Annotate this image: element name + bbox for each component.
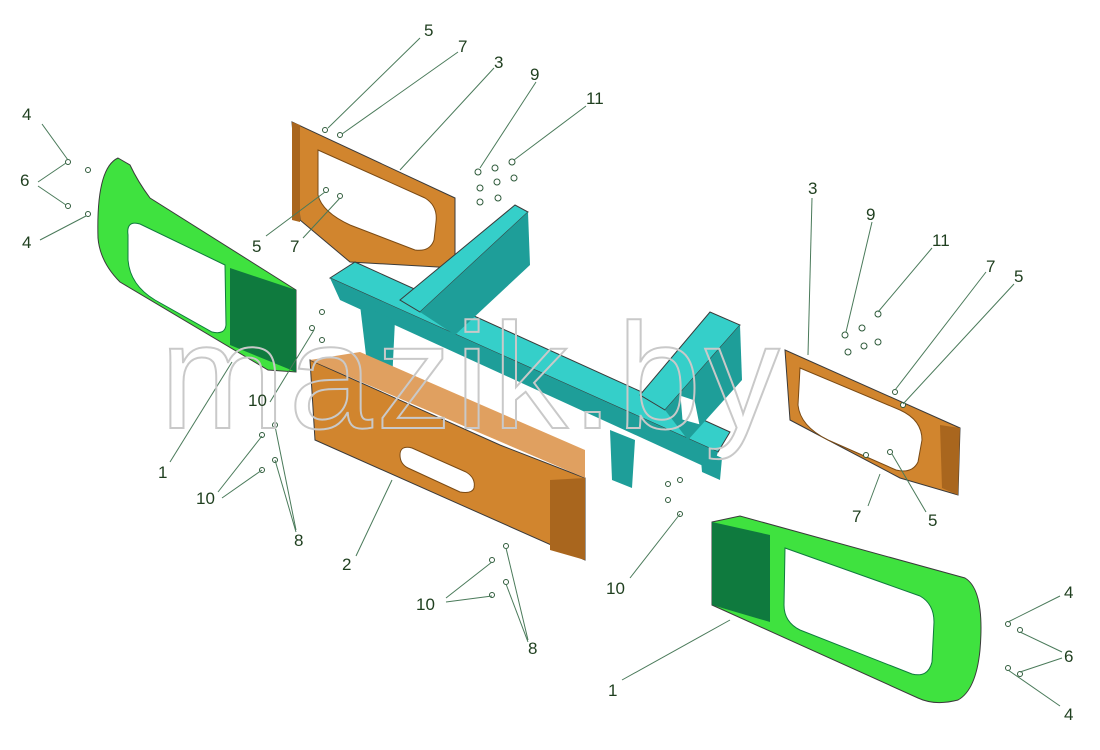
callout-5-right-plate: 5 [928,511,937,530]
callout-5-top: 5 [424,21,433,40]
callout-8-center: 8 [528,639,537,658]
center-bumper [309,352,586,561]
callout-6-left: 6 [20,171,29,190]
callout-7-top: 7 [458,37,467,56]
callout-9-right: 9 [866,205,875,224]
callout-5-left-plate: 5 [252,237,261,256]
callout-5-right: 5 [1014,267,1023,286]
callout-4-left: 4 [22,233,31,252]
callout-3-top: 3 [494,53,503,72]
callout-10-center: 10 [416,595,435,614]
leader-lines [37,37,1063,707]
callout-7-right: 7 [986,257,995,276]
callout-10-left: 10 [196,489,215,508]
watermark-text: mazik.by [160,292,784,460]
callout-7-left-plate: 7 [290,237,299,256]
callout-3-right: 3 [808,179,817,198]
callout-10-right: 10 [606,579,625,598]
callout-1-right: 1 [608,681,617,700]
left-mounting-plate [291,121,456,269]
callout-9-top: 9 [530,65,539,84]
left-corner-bumper [97,157,297,373]
callout-6-right: 6 [1064,647,1073,666]
callout-10-upper-left: 10 [248,391,267,410]
callout-labels: 4 6 4 5 7 3 9 11 5 7 3 9 11 7 5 7 5 10 1… [20,21,1073,724]
callout-11-right: 11 [932,231,950,250]
callout-11-top: 11 [586,89,604,108]
callout-1-left: 1 [158,463,167,482]
callout-4-right-lower: 4 [1064,705,1073,724]
right-mounting-plate [784,349,961,496]
callout-4-right-upper: 4 [1064,583,1073,602]
callout-2-center: 2 [342,555,351,574]
right-corner-bumper [711,515,982,704]
callout-8-left: 8 [294,531,303,550]
central-frame [328,204,742,488]
callout-7-right-plate: 7 [852,507,861,526]
callout-4-top-left: 4 [22,105,31,124]
